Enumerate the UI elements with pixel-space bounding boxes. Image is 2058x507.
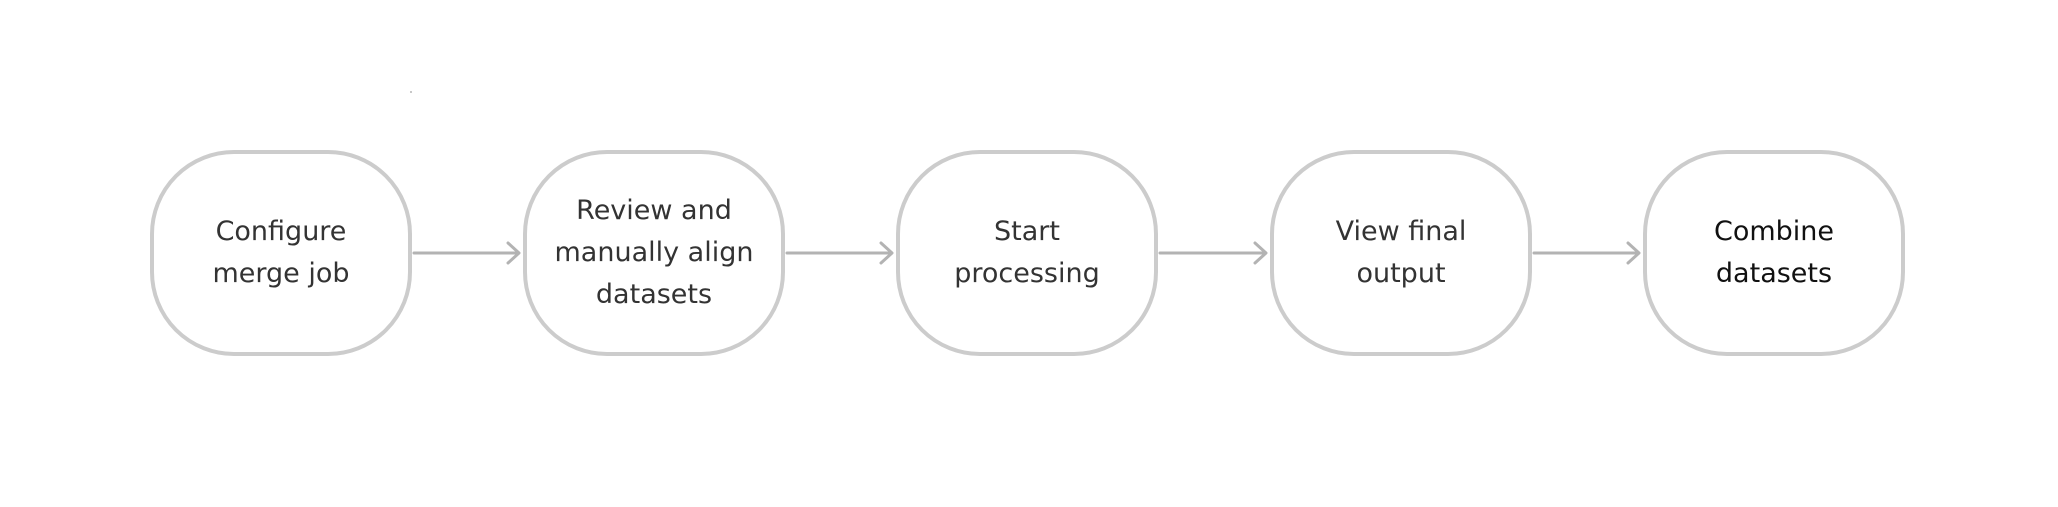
step-view-final-output: View final output [1270,150,1532,356]
step-configure-merge-job: Configure merge job [150,150,412,356]
step-label: Combine datasets [1713,216,1835,289]
arrow-1-to-2 [412,241,521,265]
step-label: View final output [1335,216,1467,289]
arrow-2-to-3 [785,241,894,265]
arrow-4-to-5 [1532,241,1641,265]
stray-dot [410,91,412,93]
step-combine-datasets: Combine datasets [1643,150,1905,356]
step-review-align-datasets: Review and manually align datasets [523,150,785,356]
step-label: Configure merge job [212,216,350,289]
step-label: Review and manually align datasets [554,195,754,310]
step-label: Start processing [954,216,1100,289]
step-start-processing: Start processing [896,150,1158,356]
arrow-3-to-4 [1158,241,1268,265]
